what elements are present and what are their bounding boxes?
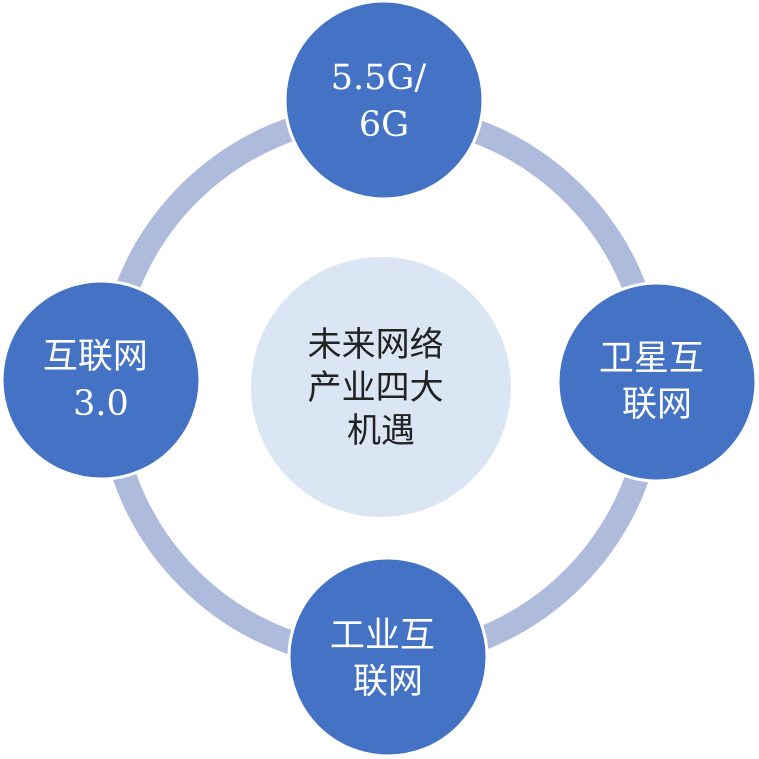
center-label-line-2: 产业四大	[308, 368, 444, 408]
node-industrial-internet-line-1: 工业互	[330, 616, 435, 656]
node-internet-3-label: 互联网 3.0	[43, 337, 159, 424]
node-satellite-internet-circle	[556, 281, 758, 483]
node-5g-6g: 5.5G/ 6G	[283, 0, 485, 201]
node-internet-3-line-2: 3.0	[73, 384, 129, 424]
node-satellite-internet-line-1: 卫星互	[599, 339, 704, 379]
center-label: 未来网络 产业四大 机遇	[308, 325, 455, 451]
node-5g-6g-circle	[283, 0, 485, 201]
node-5g-6g-label: 5.5G/ 6G	[331, 58, 438, 145]
node-5g-6g-line-1: 5.5G/	[331, 58, 427, 98]
node-industrial-internet-label: 工业互 联网	[330, 616, 446, 702]
node-internet-3-line-1: 互联网	[43, 337, 148, 377]
node-satellite-internet: 卫星互 联网	[556, 281, 758, 483]
node-satellite-internet-line-2: 联网	[622, 385, 692, 425]
center-label-line-1: 未来网络	[308, 325, 444, 365]
node-satellite-internet-label: 卫星互 联网	[599, 339, 715, 425]
node-industrial-internet-line-2: 联网	[353, 662, 423, 702]
center-circle	[251, 257, 511, 517]
node-industrial-internet-circle	[287, 556, 489, 758]
center-label-line-3: 机遇	[347, 411, 415, 451]
node-internet-3: 互联网 3.0	[0, 279, 202, 481]
node-industrial-internet: 工业互 联网	[287, 556, 489, 758]
node-5g-6g-line-2: 6G	[359, 105, 409, 145]
node-internet-3-circle	[0, 279, 202, 481]
